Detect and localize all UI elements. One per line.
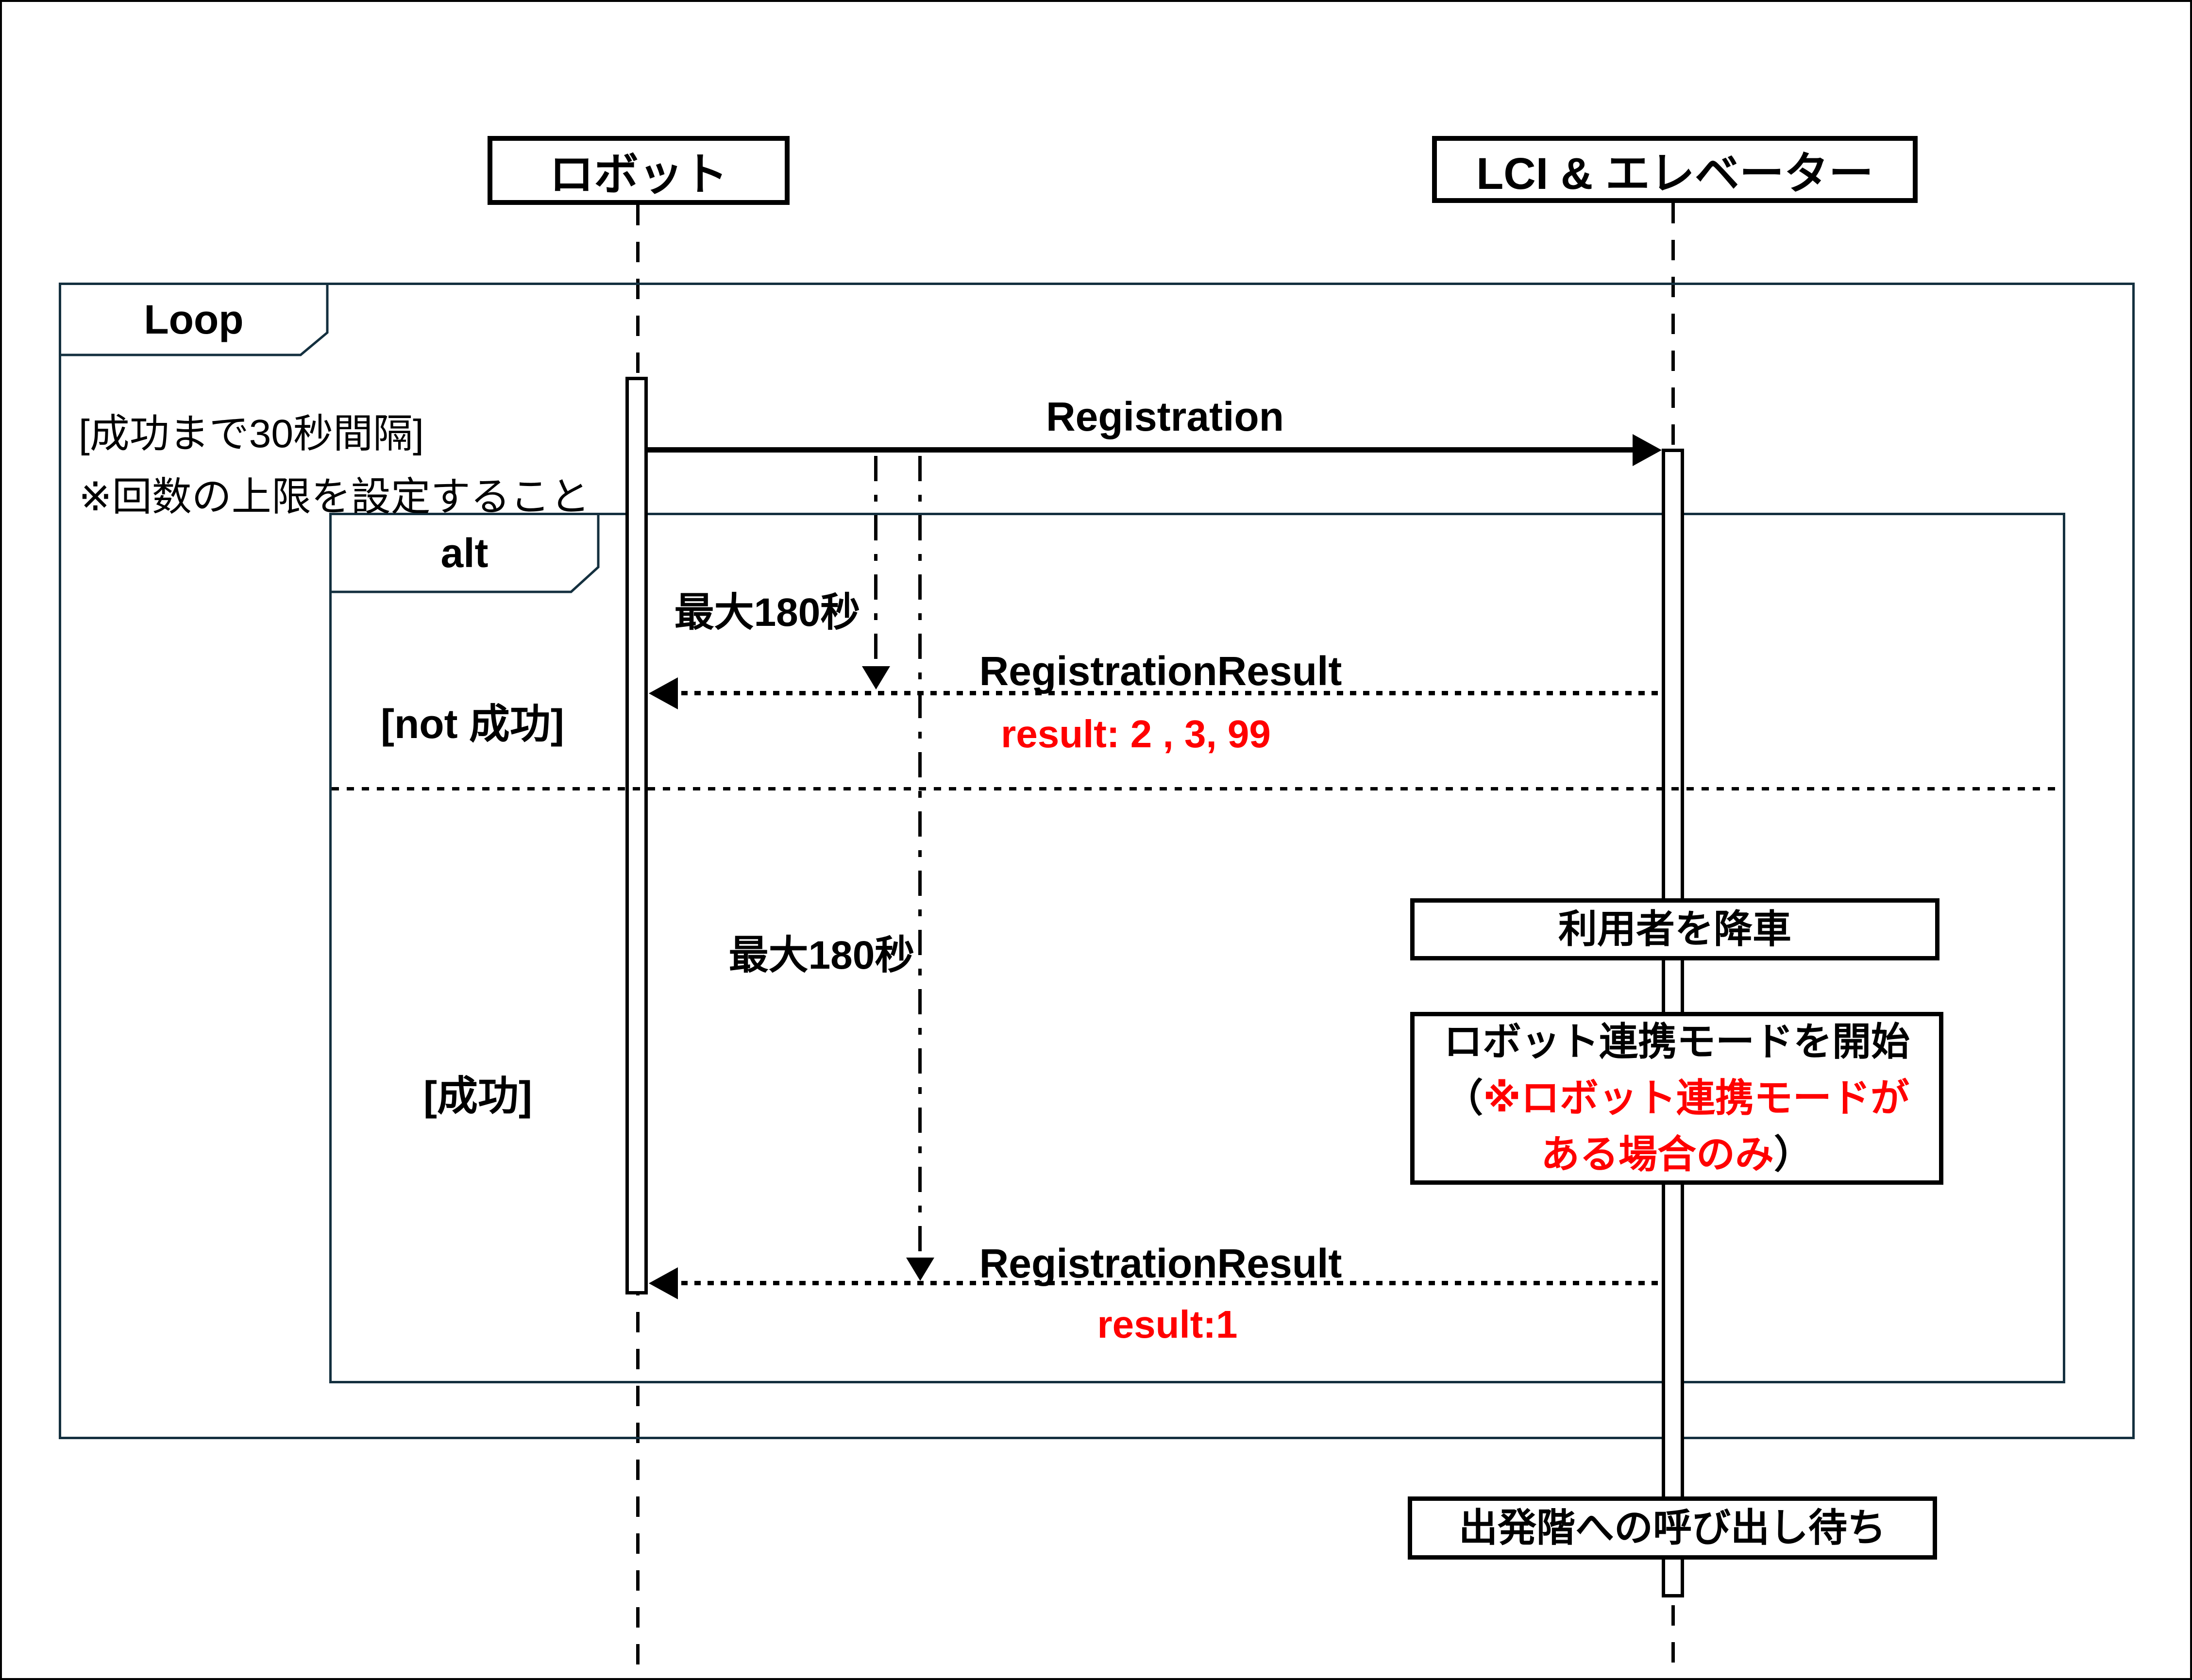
registration-result-success-annotation: result:1 (1097, 1303, 1238, 1346)
alt-frame (329, 513, 2065, 1383)
loop-frame-label-pentagon: Loop (59, 283, 329, 356)
note-robot-mode-line2: （※ロボット連携モードが (1444, 1076, 1909, 1120)
actor-lci-elevator: LCI & エレベーター (1432, 136, 1918, 203)
timeout-label-second: 最大180秒 (728, 933, 915, 977)
timeout-guide-line-second (918, 456, 922, 1266)
note-robot-mode: ロボット連携モードを開始 （※ロボット連携モードが ある場合のみ） (1410, 1012, 1943, 1185)
note-robot-mode-line3: ある場合のみ） (1541, 1133, 1813, 1176)
registration-result-fail-annotation: result: 2 , 3, 99 (1001, 712, 1271, 756)
registration-result-fail-label: RegistrationResult (979, 648, 1342, 694)
note-dropoff-text: 利用者を降車 (1558, 907, 1791, 951)
registration-message-line (648, 447, 1633, 453)
timeout-guide-arrowhead-second (906, 1258, 934, 1281)
alt-divider-line (332, 787, 2063, 790)
alt-guard-not-success: [not 成功] (381, 701, 564, 747)
robot-activation-bar (625, 377, 648, 1294)
registration-result-success-arrowhead (649, 1267, 678, 1299)
timeout-label-first: 最大180秒 (674, 590, 860, 635)
loop-frame (59, 283, 2135, 1439)
timeout-guide-line-first (874, 456, 877, 674)
registration-arrowhead (1633, 434, 1662, 466)
registration-result-success-label: RegistrationResult (979, 1241, 1342, 1286)
registration-result-fail-line (655, 691, 1662, 695)
registration-message-label: Registration (1045, 394, 1284, 439)
note-dropoff: 利用者を降車 (1410, 898, 1939, 960)
note-robot-mode-line1: ロボット連携モードを開始 (1444, 1020, 1910, 1063)
alt-frame-label-pentagon: alt (329, 513, 600, 593)
loop-condition-line2: ※回数の上限を設定すること (79, 475, 590, 519)
timeout-guide-arrowhead-first (862, 666, 890, 689)
alt-label: alt (440, 530, 489, 576)
loop-condition-line1: [成功まで30秒間隔] (79, 412, 424, 456)
actor-robot: ロボット (488, 136, 790, 205)
registration-result-fail-arrowhead (649, 677, 678, 709)
note-waiting: 出発階への呼び出し待ち (1408, 1496, 1937, 1560)
loop-label: Loop (144, 296, 244, 342)
registration-result-success-line (655, 1281, 1662, 1285)
note-waiting-text: 出発階への呼び出し待ち (1459, 1506, 1886, 1549)
alt-guard-success: [成功] (423, 1073, 532, 1119)
